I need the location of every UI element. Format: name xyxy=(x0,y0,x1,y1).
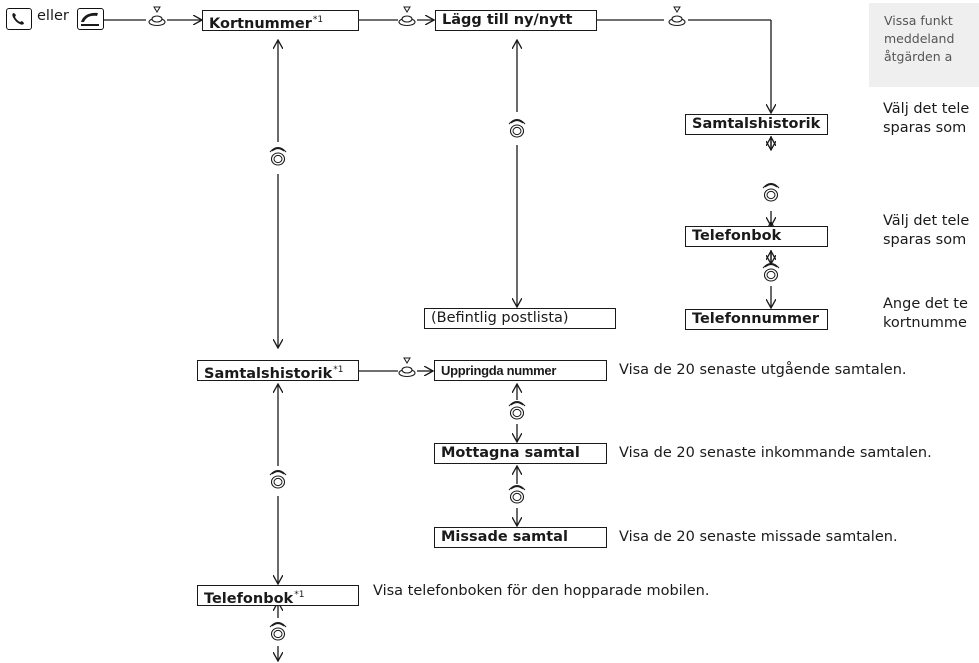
befintlig-postlista-box[interactable]: (Befintlig postlista) xyxy=(424,308,616,329)
samtalshistorik-box[interactable]: Samtalshistorik*1 xyxy=(197,360,359,382)
desc-line: sparas som xyxy=(883,120,967,136)
note-box: Vissa funkt meddeland åtgärden a xyxy=(869,3,979,87)
telefonnummer-right-label: Telefonnummer xyxy=(692,311,820,327)
telefonnummer-right-desc: Ange det te kortnumme xyxy=(883,295,968,333)
mottagna-samtal-box[interactable]: Mottagna samtal xyxy=(434,443,607,464)
telefonbok-right-desc: Välj det tele sparas som xyxy=(883,212,969,250)
desc-line: Välj det tele xyxy=(883,213,970,229)
uppringda-desc: Visa de 20 senaste utgående samtalen. xyxy=(619,362,907,378)
samtalshistorik-right-label: Samtalshistorik xyxy=(692,116,821,132)
uppringda-nummer-label: Uppringda nummer xyxy=(441,363,557,378)
desc-line: sparas som xyxy=(883,232,967,248)
note-line-2: meddeland xyxy=(884,31,955,46)
press-icon xyxy=(398,357,416,378)
footnote-mark: *1 xyxy=(333,365,344,375)
telefonbok-desc: Visa telefonboken för den hopparade mobi… xyxy=(373,583,710,599)
telefonnummer-right-box[interactable]: Telefonnummer xyxy=(685,309,828,330)
rotate-icon xyxy=(762,182,780,202)
rotate-icon xyxy=(508,484,526,504)
rotate-icon xyxy=(508,400,526,420)
mottagna-desc: Visa de 20 senaste inkommande samtalen. xyxy=(619,445,932,461)
press-icon xyxy=(148,6,166,27)
missade-desc: Visa de 20 senaste missade samtalen. xyxy=(619,529,898,545)
samtalshistorik-label: Samtalshistorik xyxy=(204,366,333,382)
kortnummer-label: Kortnummer xyxy=(209,16,312,32)
missade-samtal-label: Missade samtal xyxy=(441,529,568,545)
samtalshistorik-right-desc: Välj det tele sparas som xyxy=(883,100,969,138)
lagg-till-label: Lägg till ny/nytt xyxy=(442,12,573,28)
rotate-icon xyxy=(762,262,780,282)
uppringda-nummer-box[interactable]: Uppringda nummer xyxy=(434,360,607,381)
rotate-icon xyxy=(269,469,287,489)
rotate-icon xyxy=(269,146,287,166)
kortnummer-box[interactable]: Kortnummer*1 xyxy=(202,10,359,32)
note-line-3: åtgärden a xyxy=(884,49,953,64)
talk-button-icon xyxy=(77,8,104,30)
desc-line: Välj det tele xyxy=(883,101,970,117)
note-line-1: Vissa funkt xyxy=(884,13,953,28)
or-label: eller xyxy=(37,8,69,24)
press-icon xyxy=(398,6,416,27)
press-icon xyxy=(668,6,686,27)
footnote-mark: *1 xyxy=(294,590,305,600)
missade-samtal-box[interactable]: Missade samtal xyxy=(434,527,607,548)
telefonbok-right-box[interactable]: Telefonbok xyxy=(685,226,828,247)
footnote-mark: *1 xyxy=(312,15,324,25)
telefonbok-box[interactable]: Telefonbok*1 xyxy=(197,585,359,607)
desc-line: Ange det te xyxy=(883,296,968,312)
rotate-icon xyxy=(508,118,526,138)
phone-icon xyxy=(6,8,32,30)
desc-line: kortnumme xyxy=(883,315,967,331)
mottagna-samtal-label: Mottagna samtal xyxy=(441,445,580,461)
befintlig-postlista-label: (Befintlig postlista) xyxy=(431,310,569,326)
telefonbok-right-label: Telefonbok xyxy=(692,228,782,244)
rotate-icon xyxy=(269,621,287,641)
lagg-till-box[interactable]: Lägg till ny/nytt xyxy=(435,10,597,31)
samtalshistorik-right-box[interactable]: Samtalshistorik xyxy=(685,114,828,135)
telefonbok-label: Telefonbok xyxy=(204,591,294,607)
